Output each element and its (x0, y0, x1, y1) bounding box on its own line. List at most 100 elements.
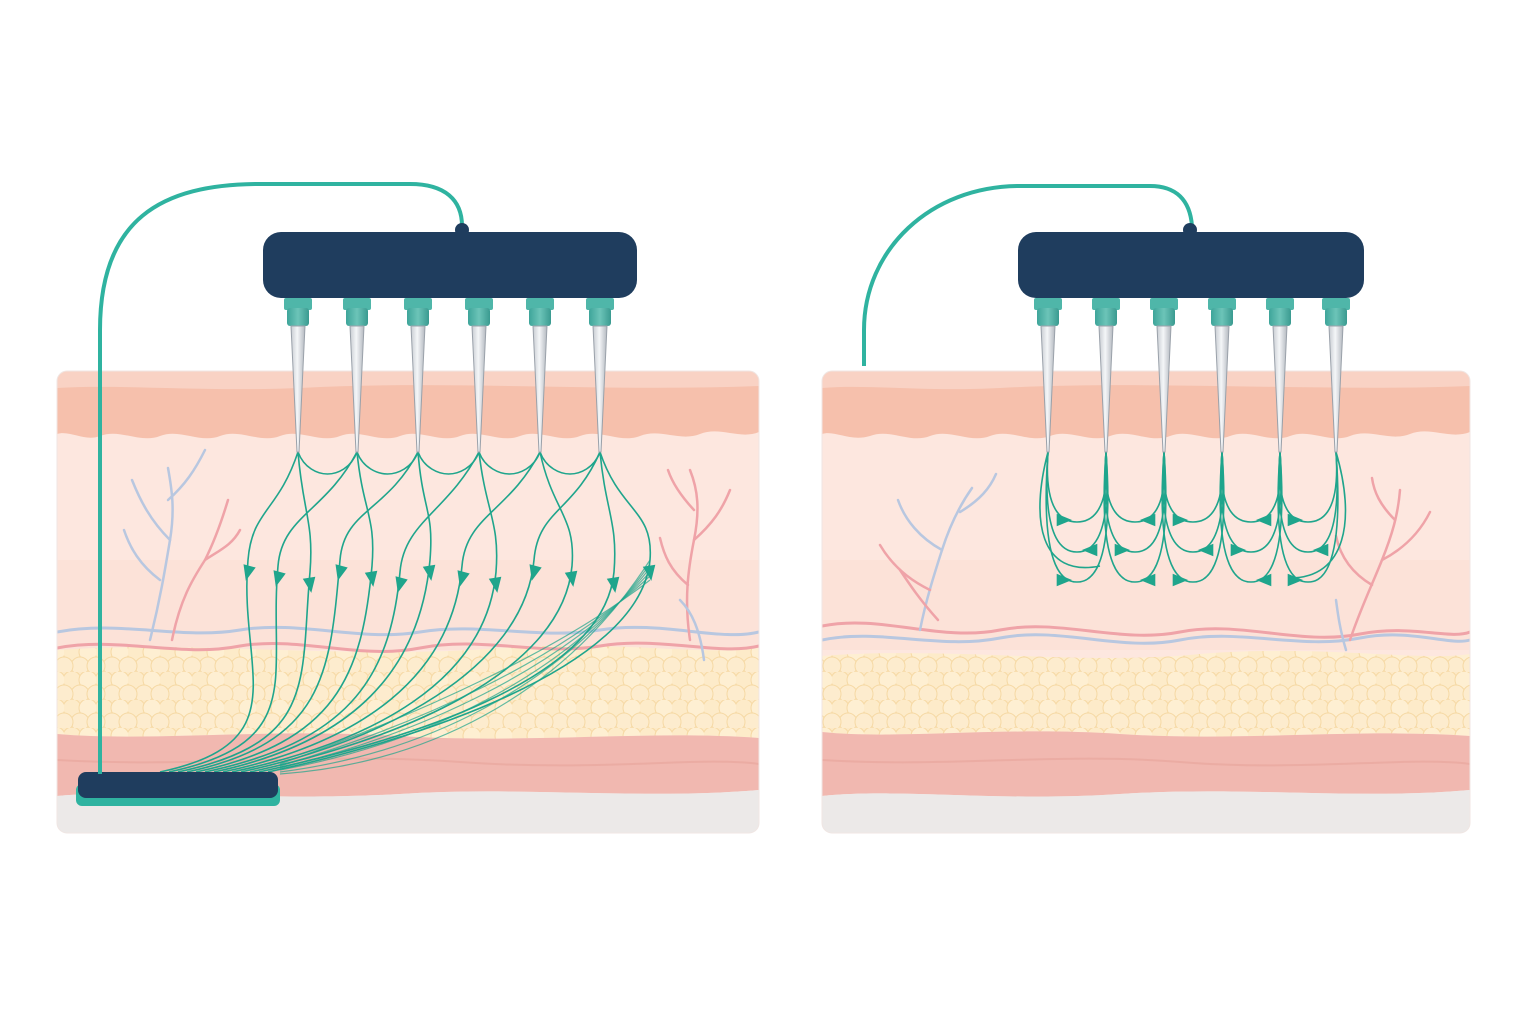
current-arrow-icon (457, 570, 470, 587)
current-line (1277, 451, 1339, 583)
fat-layer (822, 650, 1470, 737)
needle-hub (343, 298, 371, 310)
current-line (1039, 451, 1101, 569)
current-arrow-icon (422, 564, 436, 581)
needle-shaft (1272, 325, 1288, 453)
current-line (168, 451, 358, 773)
current-arrow-icon (1082, 543, 1098, 557)
current-arrow-icon (243, 564, 256, 581)
needle-collar (1037, 308, 1059, 326)
current-line (1278, 451, 1338, 523)
vein-plexus (822, 633, 1470, 645)
needles-monopolar (284, 298, 614, 453)
needle (1208, 298, 1236, 453)
needle-collar (589, 308, 611, 326)
current-arrow-icon (335, 564, 348, 581)
current-arrow-icon (1172, 513, 1188, 527)
needle (404, 298, 432, 453)
needle-shaft (290, 325, 306, 453)
needle (1034, 298, 1062, 453)
needle (586, 298, 614, 453)
needle-collar (1269, 308, 1291, 326)
needle (465, 298, 493, 453)
needle-shaft (1040, 325, 1056, 453)
current-arrow-icon (1114, 543, 1130, 557)
needle-hub (1266, 298, 1294, 310)
current-arrow-icon (364, 570, 378, 587)
current-arrow-icon (606, 576, 620, 593)
current-line (1278, 451, 1338, 553)
needle-collar (346, 308, 368, 326)
fat-layer (57, 645, 759, 739)
needle-collar (468, 308, 490, 326)
current-arrow-icon (1256, 513, 1272, 527)
needle (284, 298, 312, 453)
needle-hub (1092, 298, 1120, 310)
vessel-branches-left (122, 448, 732, 662)
needle (1266, 298, 1294, 453)
current-line (240, 451, 601, 773)
current-line (279, 575, 651, 767)
artery-plexus (57, 641, 759, 653)
current-arrow-icon (1256, 573, 1272, 587)
current-line (1161, 451, 1225, 583)
current-line (249, 451, 574, 773)
current-arrow-icon (1172, 573, 1188, 587)
needle-hub (1208, 298, 1236, 310)
needle-hub (465, 298, 493, 310)
needle-shaft (1328, 325, 1344, 453)
current-line (213, 451, 432, 773)
needle-shaft (592, 325, 608, 453)
current-line (279, 571, 651, 769)
needle-shaft (471, 325, 487, 453)
needle-collar (287, 308, 309, 326)
needle (1092, 298, 1120, 453)
vessel-branches-right (878, 472, 1432, 652)
needle-collar (407, 308, 429, 326)
cable-monopolar (98, 182, 464, 774)
needle-handpiece-icon (1018, 223, 1364, 298)
needle-hub (284, 298, 312, 310)
vein-plexus (57, 625, 759, 637)
current-arrow-icon (1287, 573, 1303, 587)
current-arrow-icon (1230, 543, 1246, 557)
needle-shaft (1098, 325, 1114, 453)
needle-shaft (410, 325, 426, 453)
current-line (186, 451, 419, 773)
current-line (279, 579, 651, 765)
needle-collar (1095, 308, 1117, 326)
needle-hub (526, 298, 554, 310)
current-line (539, 451, 601, 475)
current-line (1289, 451, 1347, 579)
current-line (1103, 451, 1167, 583)
needle-collar (1153, 308, 1175, 326)
current-arrow-icon (1140, 573, 1156, 587)
needle-hub (1034, 298, 1062, 310)
current-arrow-icon (1313, 543, 1329, 557)
current-line (222, 451, 541, 773)
needle-shaft (349, 325, 365, 453)
current-line (231, 451, 498, 773)
muscle-layer (822, 731, 1470, 797)
return-pad-icon (76, 772, 280, 806)
artery-plexus (822, 621, 1470, 639)
current-line (195, 451, 374, 773)
needle-collar (529, 308, 551, 326)
tissue-block-left (57, 371, 759, 833)
current-line (177, 451, 312, 773)
fascia-layer (822, 790, 1470, 833)
needle (1322, 298, 1350, 453)
needle-hub (404, 298, 432, 310)
needle-shaft (1214, 325, 1230, 453)
current-arrow-icon (1056, 573, 1072, 587)
cable-bipolar (862, 184, 1194, 366)
needle-hub (586, 298, 614, 310)
needle-collar (1325, 308, 1347, 326)
current-arrow-icon (395, 576, 408, 593)
needle (343, 298, 371, 453)
needle-hub (1150, 298, 1178, 310)
current-line (267, 451, 652, 773)
current-arrow-icon (488, 576, 502, 593)
current-line (159, 451, 299, 773)
